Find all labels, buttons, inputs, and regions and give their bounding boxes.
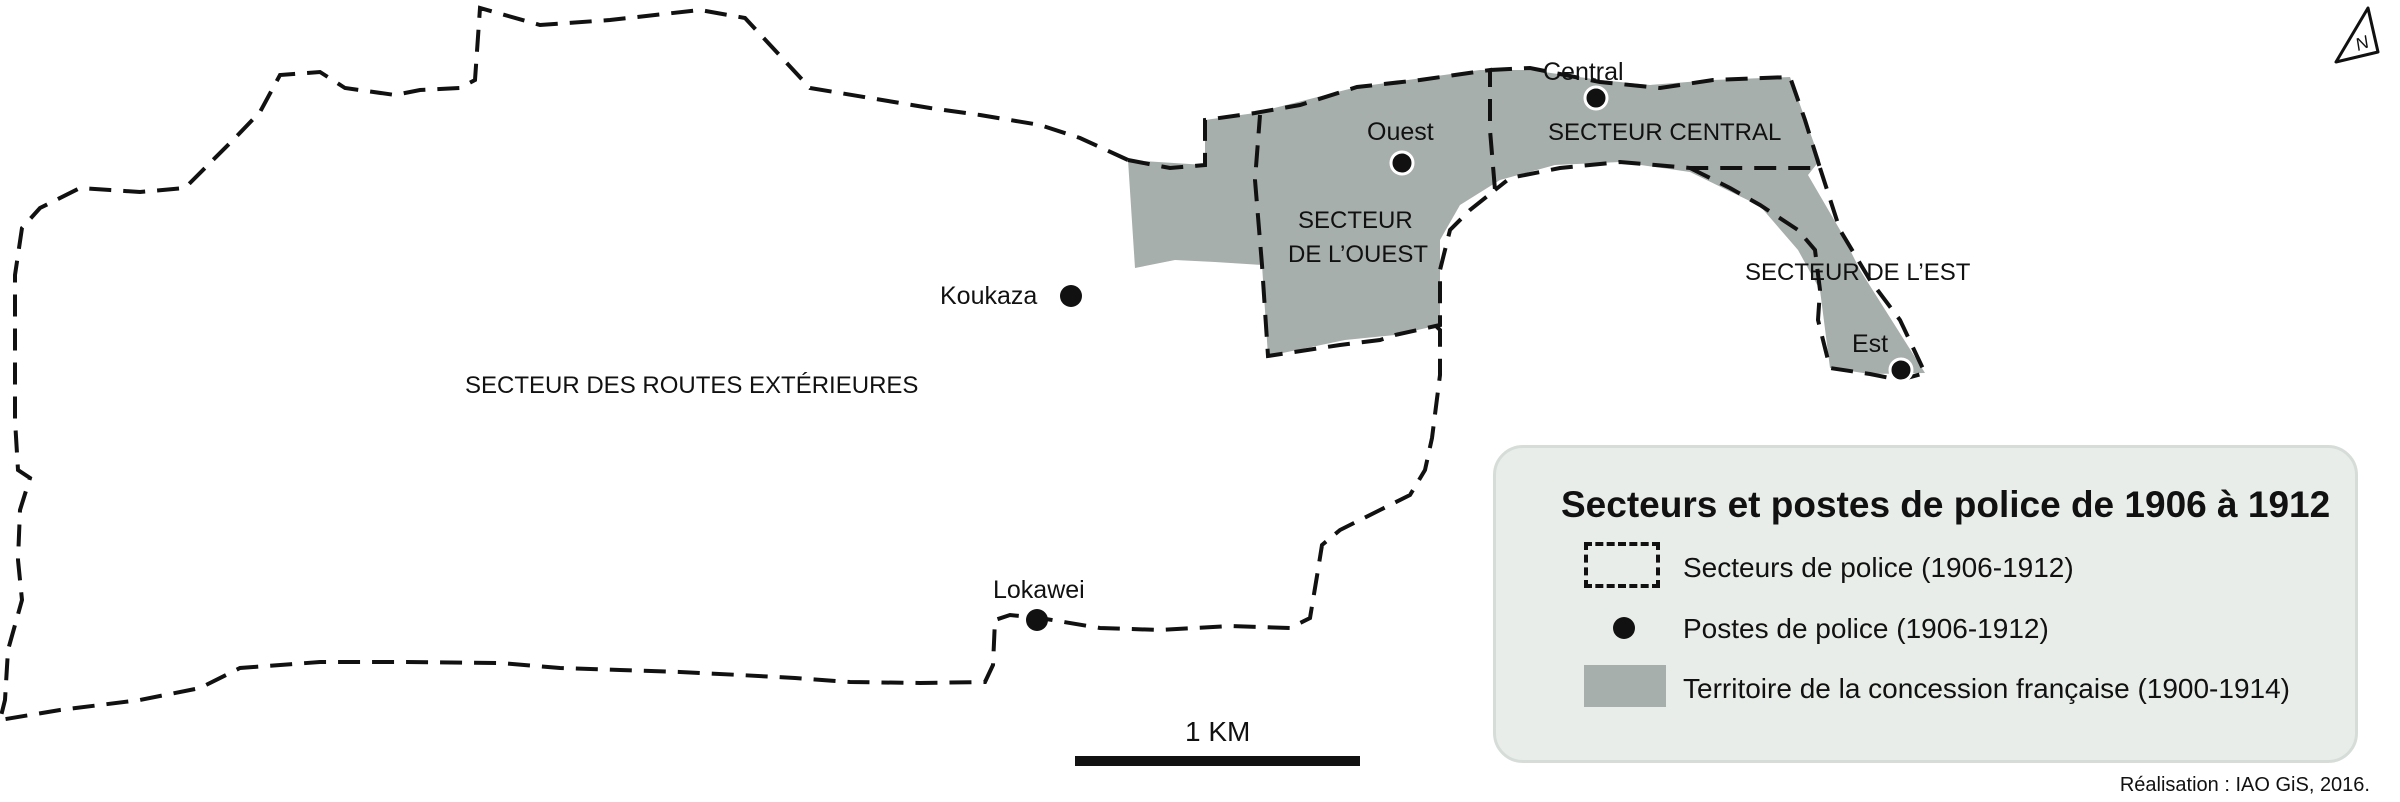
ouest-sector-label-line1: SECTEUR (1298, 207, 1413, 234)
central-sector-boundary (1489, 65, 1823, 192)
routes-exterieures-sector-boundary (0, 5, 1442, 723)
black-dot-icon (1613, 617, 1635, 639)
central-sector-label: SECTEUR CENTRAL (1548, 119, 1781, 146)
scale-bar (1075, 756, 1360, 766)
post-lokawei: Lokawei (993, 576, 1085, 631)
post-est: Est (1852, 330, 1914, 383)
post-central: Central (1543, 58, 1624, 111)
post-koukaza: Koukaza (940, 282, 1082, 310)
post-central-label: Central (1543, 58, 1624, 86)
legend-item-label: Secteurs de police (1906-1912) (1683, 552, 2074, 583)
legend-item-label: Postes de police (1906-1912) (1683, 613, 2049, 644)
post-ouest-label: Ouest (1367, 118, 1434, 146)
legend-item-postes: Postes de police (1906-1912) (1496, 599, 2355, 659)
legend-item-concession: Territoire de la concession française (1… (1496, 659, 2355, 719)
north-arrow-icon: N (2334, 6, 2380, 64)
post-ouest: Ouest (1367, 118, 1434, 176)
dashed-rectangle-icon (1584, 542, 1660, 588)
grey-fill-swatch-icon (1584, 665, 1666, 707)
legend-item-label: Territoire de la concession française (1… (1683, 673, 2290, 704)
post-koukaza-label: Koukaza (940, 282, 1037, 310)
legend-title: Secteurs et postes de police de 1906 à 1… (1561, 484, 2331, 525)
concession-territory (1128, 70, 1925, 374)
map-credit: Réalisation : IAO GiS, 2016. (2119, 774, 2370, 796)
routes-exterieures-sector-label: SECTEUR DES ROUTES EXTÉRIEURES (465, 372, 918, 399)
legend-item-secteurs: Secteurs de police (1906-1912) (1496, 538, 2355, 598)
post-lokawei-label: Lokawei (993, 576, 1085, 604)
ouest-sector-boundary (1127, 67, 1498, 359)
est-sector-boundary (1689, 166, 1928, 383)
scale-bar-label: 1 KM (1185, 716, 1251, 747)
post-est-label: Est (1852, 330, 1888, 358)
map-legend: Secteurs et postes de police de 1906 à 1… (1493, 445, 2358, 763)
est-sector-label: SECTEUR DE L’EST (1745, 259, 1971, 286)
ouest-sector-label-line2: DE L’OUEST (1288, 241, 1428, 268)
